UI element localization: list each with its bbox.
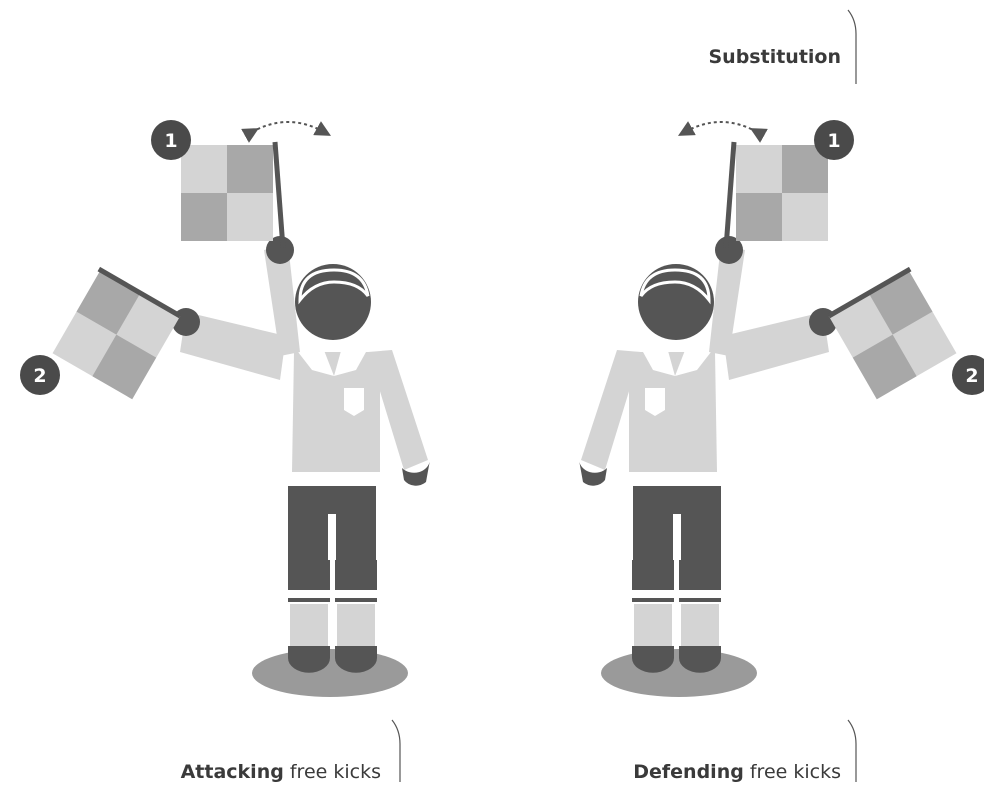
caption-attacking-rest: free kicks [284,761,381,783]
caption-attacking: Attacking free kicks [181,761,381,783]
wave-arrow-left [252,122,324,132]
bracket-defending [848,720,856,782]
referee-left: 1 2 [20,120,430,697]
badge-left-2: 2 [20,355,60,395]
svg-text:2: 2 [965,365,978,387]
badge-right-2: 2 [952,355,984,395]
flag-2-right [829,269,958,399]
caption-substitution: Substitution [709,46,842,68]
svg-text:2: 2 [33,365,46,387]
badge-right-1: 1 [814,120,854,160]
caption-substitution-bold: Substitution [709,46,842,68]
flag-2-left [51,269,180,399]
caption-attacking-bold: Attacking [181,761,284,783]
caption-defending: Defending free kicks [633,761,841,783]
wave-arrow-right [685,122,757,132]
caption-defending-bold: Defending [633,761,744,783]
badge-left-1: 1 [151,120,191,160]
bracket-attacking [392,720,400,782]
referee-right [579,122,958,697]
svg-text:1: 1 [827,130,840,152]
flag-1-left [181,142,283,248]
caption-defending-rest: free kicks [744,761,841,783]
flag-1-right [726,142,828,248]
bracket-substitution [848,10,856,84]
svg-text:1: 1 [164,130,177,152]
